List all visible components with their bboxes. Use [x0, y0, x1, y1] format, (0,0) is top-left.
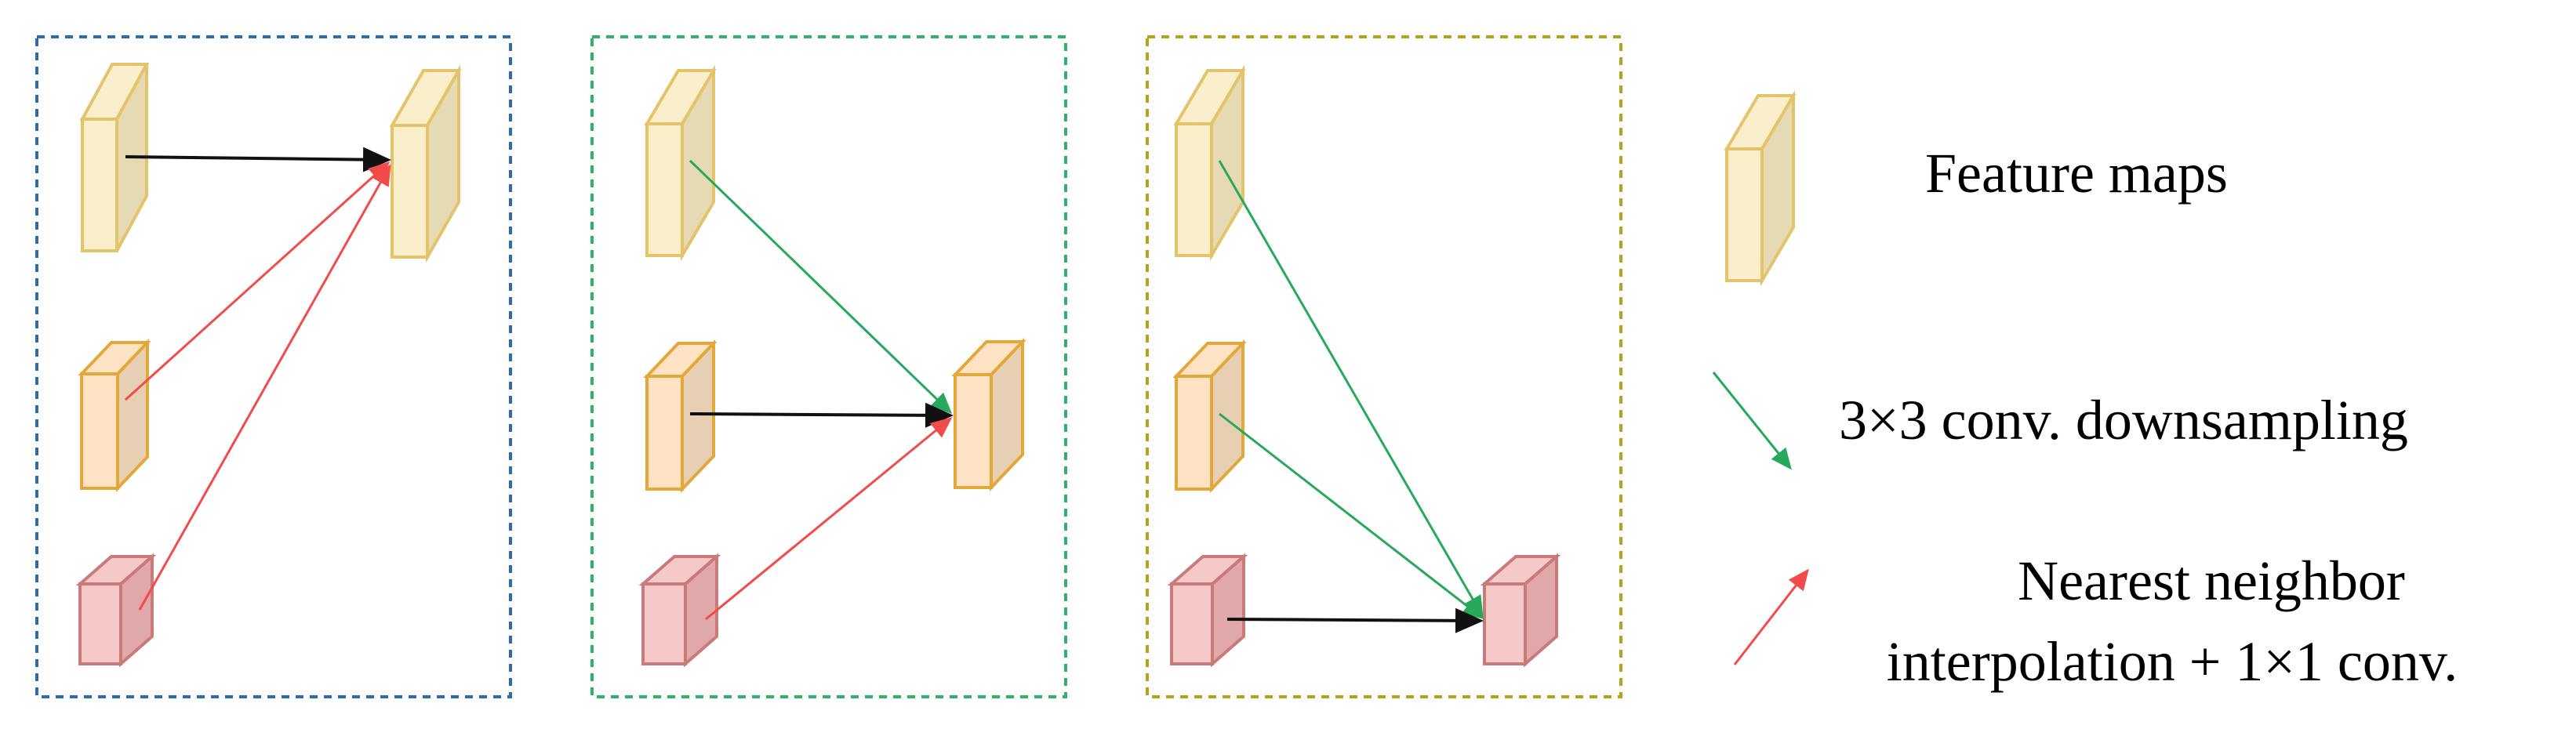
panel-3-top-feature-map: [1173, 64, 1246, 262]
panel-2-top-feature-map: [644, 64, 717, 262]
legend-red-arrow-icon: [1733, 568, 1809, 665]
panel-2-black-arrow: [689, 402, 954, 428]
panel-1-red-arrow-low: [138, 164, 391, 611]
panel-3-black-arrow: [1226, 607, 1484, 633]
panel-2-red-arrow: [705, 417, 953, 621]
panel-2-green-arrow: [689, 159, 953, 415]
legend-upsampling-label-line1: Nearest neighbor: [2018, 549, 2405, 612]
panel-1-low-feature-map: [75, 553, 157, 668]
legend-downsampling-label: 3×3 conv. downsampling: [1839, 389, 2408, 451]
panel-3-output-feature-map: [1480, 553, 1561, 668]
legend-feature-maps-label: Feature maps: [1925, 142, 2228, 205]
panel-2-mid-feature-map: [643, 339, 718, 493]
panel-1-mid-feature-map: [78, 338, 151, 493]
panel-3-low-feature-map: [1167, 553, 1248, 668]
panel-3-border: [1146, 35, 1622, 698]
panel-2-low-feature-map: [638, 553, 721, 668]
panel-1-red-arrow-mid: [124, 161, 391, 401]
panel-3-green-arrow-mid: [1219, 412, 1484, 619]
panel-1-output-feature-map: [389, 64, 462, 263]
legend-upsampling-label-line2: interpolation + 1×1 conv.: [1887, 630, 2458, 693]
legend-green-arrow-icon: [1712, 372, 1792, 470]
panel-3-green-arrow-top: [1218, 160, 1484, 618]
panel-1-black-arrow: [125, 147, 391, 172]
panel-2-border: [590, 35, 1067, 698]
legend-feature-map-icon: [1724, 89, 1797, 287]
panel-1-border: [35, 35, 512, 698]
panel-2-output-feature-map: [951, 338, 1026, 491]
panel-3-mid-feature-map: [1172, 339, 1247, 493]
